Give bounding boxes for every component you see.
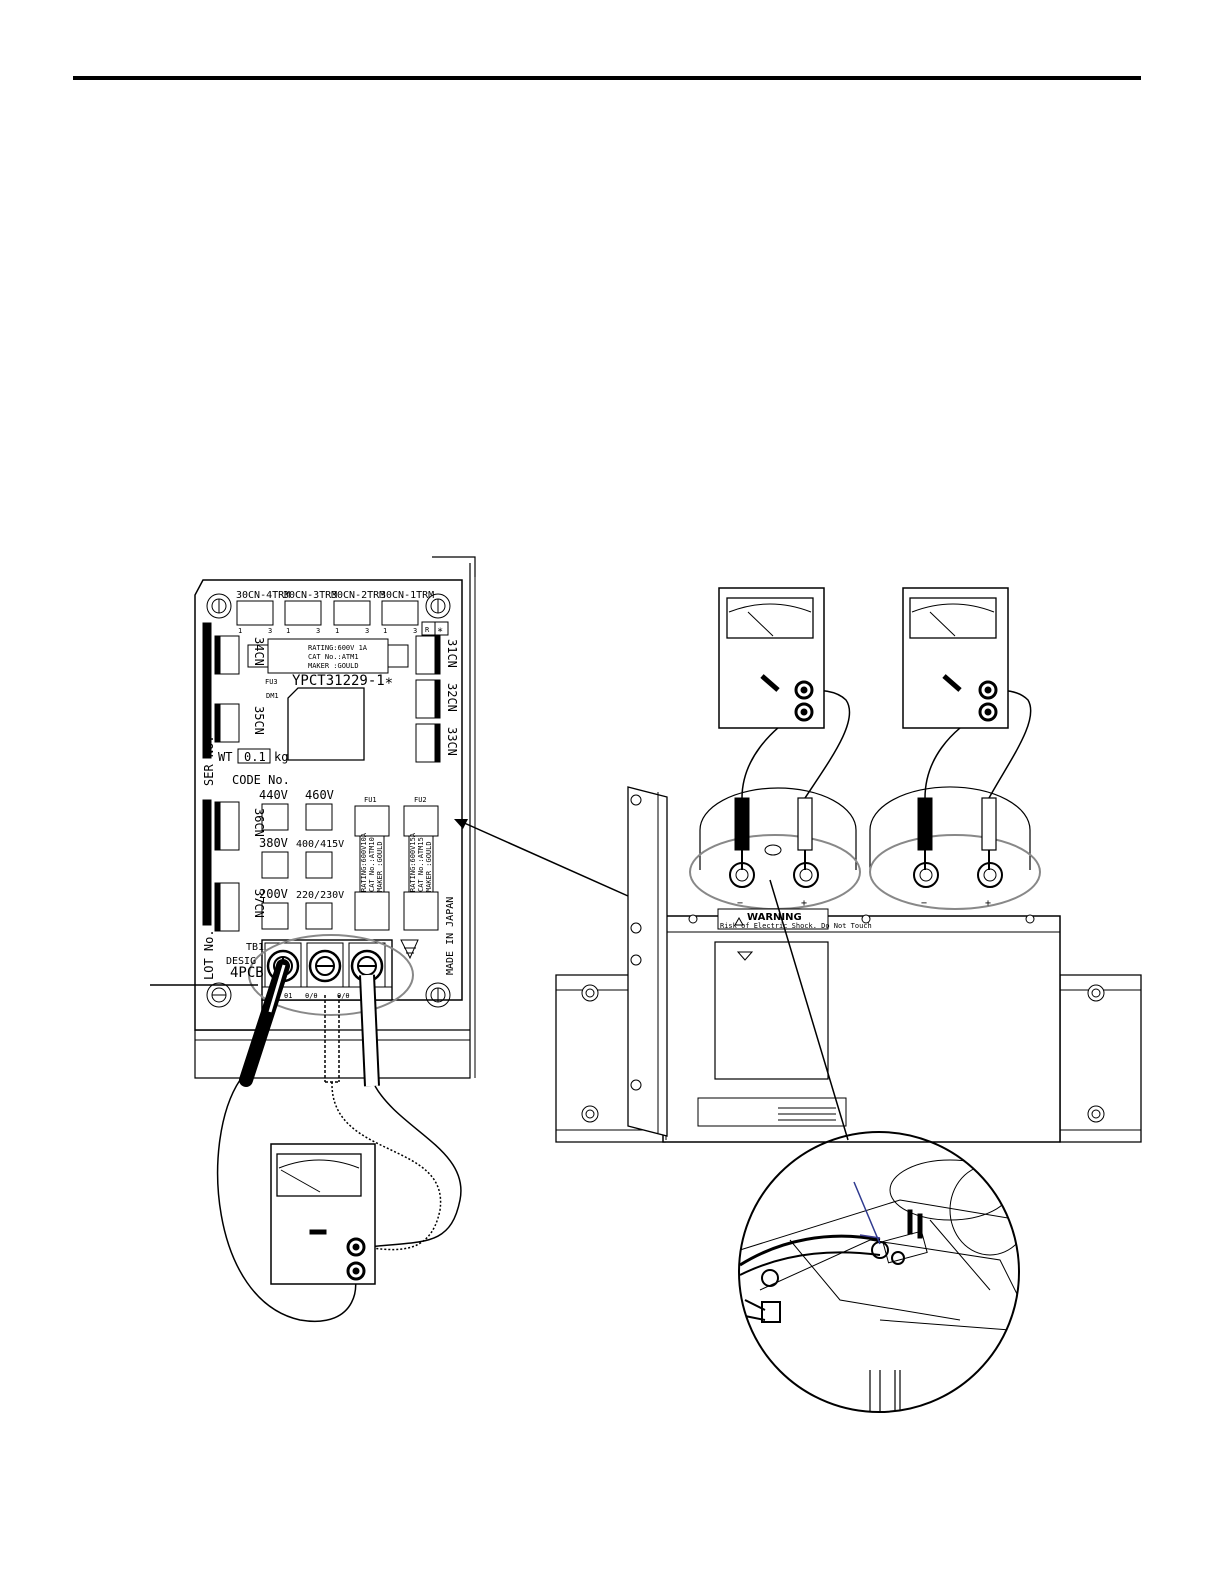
connector-label: 32CN — [445, 683, 459, 712]
board-screw — [206, 593, 232, 619]
fuse-rating: MAKER :GOULD — [425, 841, 433, 892]
polarity-marks: − + − + — [737, 898, 991, 909]
voltage-tap: 220/230V — [296, 890, 344, 901]
code-no: CODE No. — [232, 773, 290, 787]
fuse-rating: MAKER :GOULD — [376, 841, 384, 892]
trm-label: 30CN-3TRM — [283, 590, 337, 601]
multimeter — [718, 587, 825, 729]
board-probes — [216, 959, 462, 1323]
warning-title: WARNING — [747, 912, 802, 923]
capacitor-highlight — [869, 834, 1041, 910]
multimeter — [902, 587, 1009, 729]
polarity-minus: − — [921, 898, 927, 909]
weight-unit: kg — [274, 750, 288, 764]
terminal-highlight — [248, 934, 414, 1016]
board-labels: 30CN-4TRM 30CN-3TRM 30CN-2TRM 30CN-1TRM … — [202, 590, 459, 1000]
fuse-rating: CAT No.:ATM10 — [368, 837, 376, 892]
warning-label: WARNING Risk of Electric Shock. Do Not T… — [717, 908, 872, 930]
voltage-tap: 440V — [259, 788, 288, 802]
fuse-rating: RATING:600V10A — [360, 832, 368, 892]
fuse-rating: MAKER :GOULD — [308, 662, 359, 670]
capacitor-assembly — [555, 786, 1142, 1143]
desig-label: DESIG — [226, 956, 256, 967]
pin-number: 3 — [268, 627, 272, 635]
detail-leader — [769, 879, 849, 1141]
detail-view — [738, 1131, 1020, 1413]
fuse-rating: CAT No.:ATM1 — [308, 653, 359, 661]
part-number: YPCT31229-1∗ — [292, 673, 393, 689]
header-rule — [73, 76, 1141, 80]
pin-number: 1 — [286, 627, 290, 635]
connector-label: 35CN — [252, 706, 266, 735]
connector-label: 34CN — [252, 637, 266, 666]
fuse-rating: RATING:600V 1A — [308, 644, 368, 652]
pin-number: 3 — [413, 627, 417, 635]
fuse-rating: CAT No.:ATM15 — [417, 837, 425, 892]
polarity-minus: − — [737, 898, 743, 909]
terminal-mark: θ1 — [284, 992, 292, 1000]
dm1-label: DM1 — [266, 692, 279, 700]
lot-no: LOT No. — [202, 929, 216, 980]
board-screw — [425, 593, 451, 619]
made-in: MADE IN JAPAN — [445, 897, 456, 975]
fu3-label: FU3 — [265, 678, 278, 686]
polarity-plus: + — [985, 898, 991, 909]
weight-label: WT — [218, 750, 232, 764]
connector-label: 31CN — [445, 639, 459, 668]
fuse-rating: RATING:600V15A — [409, 832, 417, 892]
ser-no: SER No. — [202, 735, 216, 786]
model-label: 4PCB — [230, 965, 264, 981]
pin-number: 1 — [335, 627, 339, 635]
terminal-mark: θ/θ — [305, 992, 318, 1000]
warning-subtitle: Risk of Electric Shock. Do Not Touch — [720, 922, 872, 930]
voltage-tap: 400/415V — [296, 839, 344, 850]
pin-number: 3 — [316, 627, 320, 635]
r-mark: R — [425, 626, 430, 634]
terminal-mark: θ/θ — [337, 992, 350, 1000]
trm-label: 30CN-2TRM — [331, 590, 385, 601]
trm-label: 30CN-4TRM — [236, 590, 290, 601]
polarity-plus: + — [801, 898, 807, 909]
connector-label: 33CN — [445, 727, 459, 756]
pin-number: 1 — [383, 627, 387, 635]
pin-number: 1 — [238, 627, 242, 635]
star-mark: ∗ — [437, 625, 443, 636]
weight-value: 0.1 — [244, 750, 266, 764]
trm-label: 30CN-1TRM — [380, 590, 434, 601]
multimeter — [270, 1143, 376, 1285]
pin-number: 3 — [365, 627, 369, 635]
control-board — [194, 556, 476, 1079]
pointer-arrow — [454, 819, 629, 897]
board-screw — [206, 982, 232, 1008]
voltage-tap: 460V — [305, 788, 334, 802]
voltage-tap: 380V — [259, 836, 288, 850]
connector-label: 36CN — [252, 808, 266, 837]
terminal-screw — [308, 949, 342, 983]
fu2-label: FU2 — [414, 796, 427, 804]
tb1-label: TB1 — [246, 942, 264, 953]
board-screw — [425, 982, 451, 1008]
connector-label: 37CN — [252, 889, 266, 918]
fu1-label: FU1 — [364, 796, 377, 804]
voltage-tap: 200V — [259, 887, 288, 901]
